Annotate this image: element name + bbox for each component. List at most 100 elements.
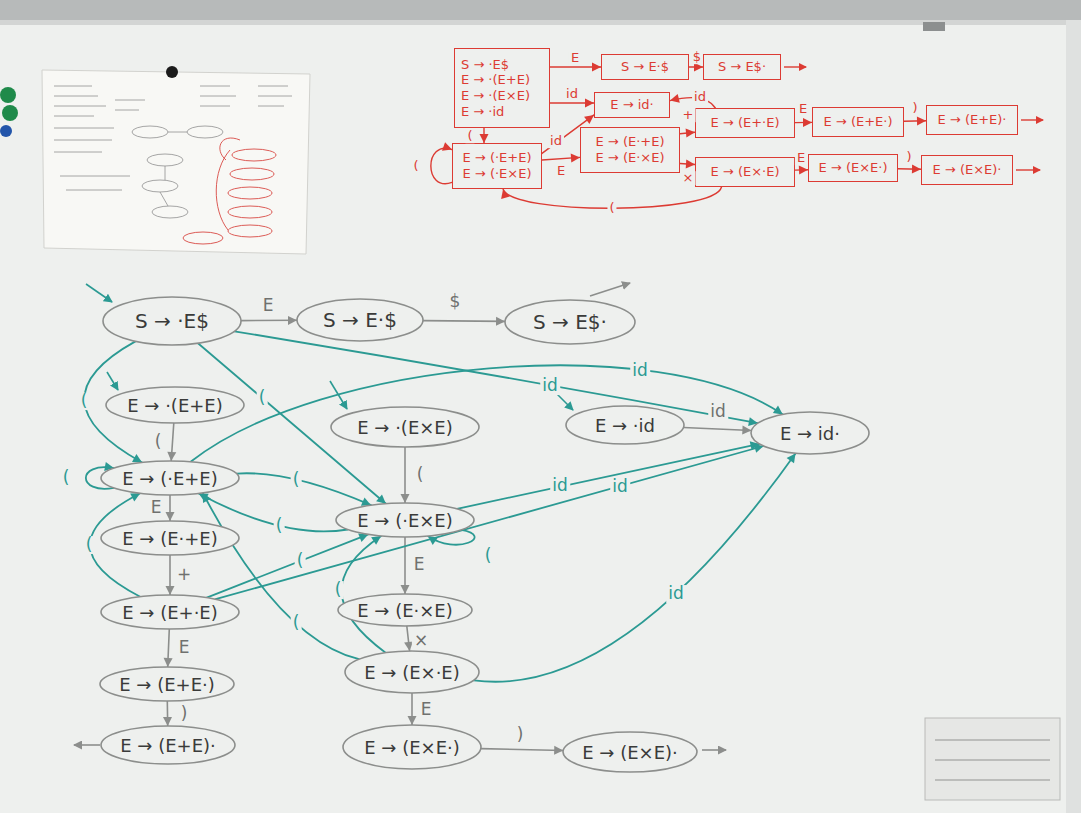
arrowhead (592, 63, 601, 72)
ellipse-outline (343, 725, 481, 769)
accept-arrow (702, 749, 726, 751)
accept-arrow (590, 283, 630, 296)
item-text: E → (E×E·) (364, 737, 460, 758)
transition-arrow (680, 129, 695, 138)
edge-label: E (419, 701, 434, 719)
ellipse-outline (106, 387, 244, 423)
edge-label: E (795, 151, 807, 165)
transition-arrow (241, 316, 297, 325)
edge-label: ( (61, 469, 72, 487)
edge-label: id (548, 134, 564, 148)
ellipse-outline (101, 521, 239, 555)
arrowhead (166, 512, 175, 521)
item-text: E → (E×·E) (711, 164, 780, 180)
paper-sheet (42, 70, 310, 254)
arrowhead (288, 316, 297, 325)
marker-tray (925, 718, 1060, 800)
arrowhead (584, 115, 594, 124)
item-text: E → (·E+E) (463, 150, 532, 166)
item-ellipse: S → E·$ (296, 298, 424, 342)
ellipse-outline (103, 297, 241, 345)
arrowhead (163, 717, 172, 726)
edge-label: ( (465, 129, 474, 143)
item-ellipse: E → (·E×E) (335, 502, 475, 538)
edge-label: E (412, 556, 427, 574)
transition-arrow (431, 142, 452, 183)
item-set-box: E → id· (594, 92, 670, 118)
scribble (216, 138, 240, 230)
edge-label: ( (333, 581, 344, 599)
item-text: E → ·(E+E) (127, 395, 223, 416)
tray (925, 718, 1060, 800)
item-text: E → (·E×E) (357, 510, 453, 531)
arrowhead (773, 406, 783, 415)
item-text: E → (E+E·) (824, 114, 893, 130)
transition-arrow (166, 495, 175, 521)
ellipse-outline (331, 407, 479, 447)
arrowhead (166, 586, 175, 595)
connector-line (684, 428, 752, 431)
item-text: E → ·id (595, 415, 655, 436)
item-set-box: E → (E×·E) (695, 157, 795, 187)
transition-arrow (898, 165, 921, 174)
item-text: E → ·(E×E) (357, 417, 453, 438)
item-text: S → E$· (718, 59, 766, 75)
item-ellipse: E → id· (750, 411, 870, 455)
transition-arrow (342, 536, 386, 653)
item-text: E → (E×E)· (582, 742, 678, 763)
arrowhead (803, 118, 812, 127)
ellipse-outline (100, 667, 234, 701)
edge-label: × (412, 632, 430, 650)
item-text: E → ·(E×E) (461, 88, 530, 104)
scribble (187, 126, 223, 138)
arrowhead (501, 189, 510, 199)
item-set-box: E → (E×E)· (921, 155, 1013, 185)
edge-label: ( (84, 536, 95, 554)
ellipse-outline (336, 503, 474, 537)
start-arrow (556, 393, 573, 410)
connector-line (342, 536, 386, 653)
paper-scribbles (54, 86, 292, 218)
edge-label: id (564, 87, 580, 101)
edge-label: id (630, 362, 650, 380)
item-ellipse: E → ·id (565, 405, 685, 445)
connector-line (423, 320, 505, 322)
transition-arrow (216, 444, 764, 599)
edge-label: ( (415, 466, 426, 484)
ellipse-outline (101, 726, 235, 764)
item-text: E → (E·+E) (596, 134, 665, 150)
item-ellipse: E → (E×E)· (562, 731, 698, 773)
arrowhead (167, 452, 176, 461)
arrowhead (480, 134, 489, 143)
ellipse-outline (297, 299, 423, 341)
transition-arrow (542, 154, 580, 163)
tray-slot (935, 740, 1050, 780)
transition-arrow (191, 365, 783, 461)
scribble (152, 206, 188, 218)
scribble (232, 149, 276, 161)
arrowhead (742, 426, 751, 435)
arrowhead (130, 493, 140, 501)
edge-label: ( (291, 471, 302, 489)
arrowhead (686, 129, 695, 138)
start-and-accept-arrows (74, 67, 1043, 750)
edge-label: id (610, 478, 630, 496)
arrowhead (401, 494, 410, 503)
connector-line (234, 331, 757, 423)
scribble (228, 187, 272, 199)
item-text: E → (E×E·) (819, 160, 888, 176)
arrowhead (371, 536, 381, 545)
item-ellipse: E → ·(E×E) (330, 406, 480, 448)
board-hook (923, 22, 945, 31)
ellipse-outline (563, 732, 697, 772)
ellipse-outline (101, 461, 239, 495)
item-text: E → (E·+E) (122, 528, 218, 549)
edge-label: + (175, 566, 193, 584)
magnet (2, 105, 18, 121)
item-ellipse: E → (·E+E) (100, 460, 240, 496)
item-set-box: E → (E×E·) (808, 154, 898, 182)
edge-label: ) (904, 150, 913, 164)
arrowhead (917, 117, 926, 126)
arrowhead (496, 317, 505, 326)
item-ellipse: E → (E×E·) (342, 724, 482, 770)
